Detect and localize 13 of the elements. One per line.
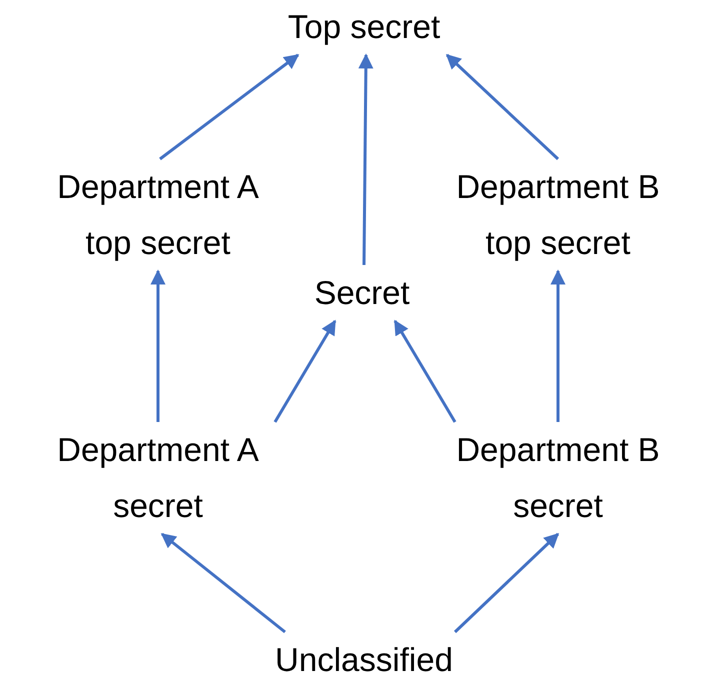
label-text: Unclassified xyxy=(239,632,489,687)
label-text: Department A secret xyxy=(33,422,283,534)
arrow xyxy=(446,54,560,160)
arrow xyxy=(550,270,566,422)
arrow xyxy=(358,54,374,266)
arrow xyxy=(160,532,286,634)
arrow xyxy=(274,320,336,423)
arrow xyxy=(150,270,166,422)
label-text: Top secret xyxy=(239,0,489,55)
arrow xyxy=(394,320,456,423)
arrow xyxy=(454,532,560,634)
label-text: Department B secret xyxy=(433,422,683,534)
arrow xyxy=(159,54,300,160)
